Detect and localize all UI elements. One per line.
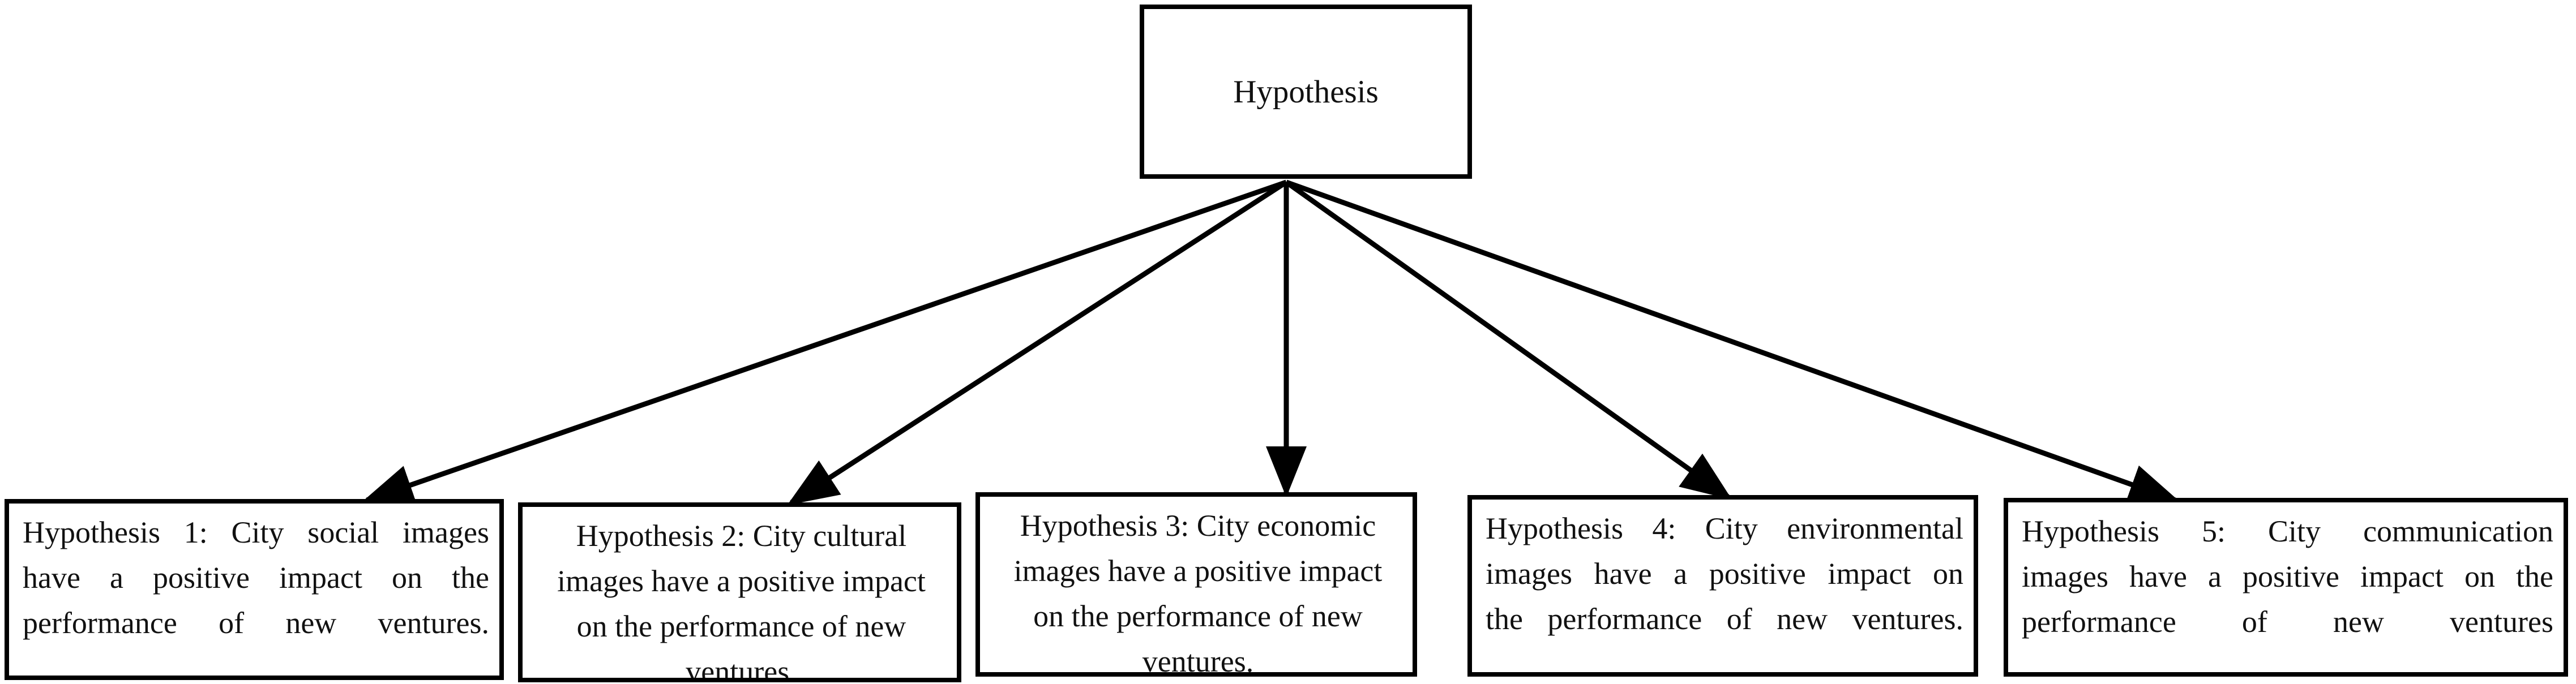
- hypothesis-1-line-1: Hypothesis 1: City social images: [23, 515, 489, 549]
- hypothesis-5-line-3: performance of new ventures: [2022, 604, 2553, 639]
- hypothesis-1-line-3: performance of new ventures.: [23, 605, 489, 640]
- connector-arrow-1: [362, 179, 1287, 505]
- hypothesis-3-line-3: on the performance of new: [1033, 599, 1363, 633]
- hypothesis-5-line-1: Hypothesis 5: City communication: [2022, 514, 2553, 548]
- hypothesis-2-line-2: images have a positive impact: [557, 563, 926, 598]
- hypothesis-3-line-1: Hypothesis 3: City economic: [1020, 509, 1376, 543]
- hypothesis-5-text: Hypothesis 5: City communication images …: [2022, 509, 2553, 645]
- hypothesis-2-line-4: ventures.: [686, 654, 797, 682]
- hypothesis-4-line-1: Hypothesis 4: City environmental: [1486, 511, 1963, 545]
- hypothesis-5-box: Hypothesis 5: City communication images …: [2004, 498, 2568, 677]
- hypothesis-5-line-2: images have a positive impact on the: [2022, 559, 2553, 593]
- hypothesis-4-text: Hypothesis 4: City environmental images …: [1486, 506, 1963, 642]
- hypothesis-2-line-3: on the performance of new: [576, 609, 906, 643]
- connector-arrow-4: [1285, 180, 1732, 500]
- hypothesis-4-box: Hypothesis 4: City environmental images …: [1467, 495, 1978, 677]
- hypothesis-4-line-3: the performance of new ventures.: [1486, 601, 1963, 636]
- hypothesis-2-box: Hypothesis 2: City cultural images have …: [518, 502, 961, 682]
- hypothesis-3-box: Hypothesis 3: City economic images have …: [975, 492, 1417, 677]
- hypothesis-2-line-1: Hypothesis 2: City cultural: [576, 519, 907, 553]
- hypothesis-1-text: Hypothesis 1: City social images have a …: [23, 510, 489, 646]
- connector-arrow-5: [1285, 179, 2180, 504]
- hypothesis-1-line-2: have a positive impact on the: [23, 560, 489, 595]
- root-node-box: Hypothesis: [1140, 5, 1472, 179]
- hypothesis-2-text: Hypothesis 2: City cultural images have …: [536, 514, 947, 682]
- hypothesis-1-box: Hypothesis 1: City social images have a …: [5, 499, 504, 680]
- hypothesis-3-text: Hypothesis 3: City economic images have …: [994, 504, 1402, 677]
- hypothesis-4-line-2: images have a positive impact on: [1486, 556, 1963, 591]
- connector-group: [362, 179, 2180, 505]
- connector-arrow-2: [787, 180, 1288, 505]
- root-node-label: Hypothesis: [1233, 74, 1379, 110]
- hypothesis-3-line-2: images have a positive impact: [1013, 553, 1383, 588]
- hypothesis-3-line-4: ventures.: [1142, 644, 1254, 677]
